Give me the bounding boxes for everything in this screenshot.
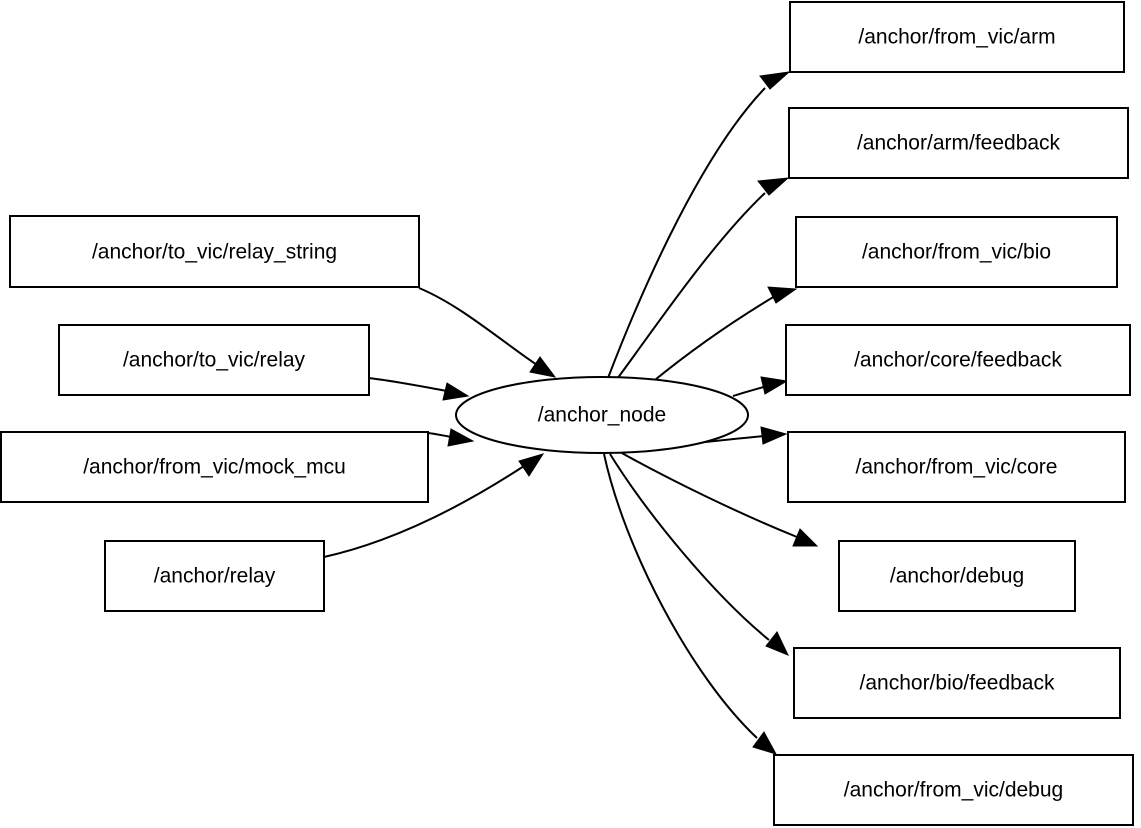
edge-group-incoming — [323, 287, 557, 558]
edge-to-vic-relay-to-anchor-node — [368, 377, 470, 401]
node-from-vic-arm[interactable]: /anchor/from_vic/arm — [789, 1, 1125, 73]
arrowhead-icon — [529, 356, 557, 378]
arrowhead-icon — [752, 731, 778, 755]
node-box[interactable] — [58, 324, 370, 396]
node-label: /anchor/from_vic/core — [856, 456, 1058, 479]
edge-group-outgoing — [603, 71, 819, 755]
edge-line — [732, 385, 768, 397]
node-from-vic-bio[interactable]: /anchor/from_vic/bio — [795, 216, 1118, 288]
edge-line — [619, 451, 798, 538]
arrowhead-icon — [760, 376, 789, 395]
edge-anchor-node-to-from-vic-debug — [603, 453, 778, 755]
arrowhead-icon — [447, 428, 475, 447]
node-label: /anchor/to_vic/relay — [123, 349, 306, 372]
node-from-vic-core[interactable]: /anchor/from_vic/core — [787, 431, 1126, 503]
edge-anchor-node-to-core-feedback — [732, 376, 789, 397]
node-box[interactable] — [789, 1, 1125, 73]
edge-anchor-node-to-from-vic-arm — [607, 71, 791, 379]
node-box[interactable] — [787, 431, 1126, 503]
node-label: /anchor/arm/feedback — [857, 132, 1061, 155]
edge-anchor-node-to-arm-feedback — [616, 177, 790, 380]
edge-relay-to-anchor-node — [323, 453, 545, 558]
node-relay[interactable]: /anchor/relay — [104, 540, 325, 612]
edge-from-vic-mock-mcu-to-anchor-node — [427, 428, 475, 447]
arrowhead-icon — [518, 453, 545, 477]
node-label: /anchor/relay — [154, 565, 276, 588]
edge-line — [609, 453, 770, 641]
node-from-vic-debug[interactable]: /anchor/from_vic/debug — [773, 754, 1134, 826]
node-box[interactable] — [104, 540, 325, 612]
arrowhead-icon — [757, 177, 790, 196]
node-box[interactable] — [838, 540, 1076, 612]
edge-line — [418, 287, 538, 366]
arrowhead-icon — [442, 382, 470, 401]
node-box[interactable] — [793, 647, 1121, 719]
node-label: /anchor/bio/feedback — [860, 672, 1055, 695]
edge-line — [368, 377, 448, 392]
node-box[interactable] — [9, 215, 420, 288]
node-from-vic-mock-mcu[interactable]: /anchor/from_vic/mock_mcu — [0, 431, 429, 503]
edge-line — [607, 87, 766, 379]
node-label: /anchor/to_vic/relay_string — [92, 241, 337, 264]
node-label: /anchor/from_vic/bio — [862, 241, 1051, 264]
node-label: /anchor/debug — [890, 565, 1024, 588]
node-ellipse[interactable] — [455, 376, 749, 454]
edge-anchor-node-to-bio-feedback — [609, 453, 790, 656]
arrowhead-icon — [765, 631, 790, 656]
node-to-vic-relay[interactable]: /anchor/to_vic/relay — [58, 324, 370, 396]
node-to-vic-relay-string[interactable]: /anchor/to_vic/relay_string — [9, 215, 420, 288]
edge-to-vic-relay-string-to-anchor-node — [418, 287, 557, 378]
node-label: /anchor_node — [538, 404, 666, 427]
node-box[interactable] — [785, 324, 1131, 396]
edge-line — [323, 465, 525, 558]
arrowhead-icon — [760, 426, 788, 445]
node-core-feedback[interactable]: /anchor/core/feedback — [785, 324, 1131, 396]
node-debug[interactable]: /anchor/debug — [838, 540, 1076, 612]
node-bio-feedback[interactable]: /anchor/bio/feedback — [793, 647, 1121, 719]
node-anchor-node[interactable]: /anchor_node — [455, 376, 749, 454]
node-box[interactable] — [788, 107, 1129, 179]
node-label: /anchor/from_vic/debug — [844, 779, 1063, 802]
node-arm-feedback[interactable]: /anchor/arm/feedback — [788, 107, 1129, 179]
node-label: /anchor/from_vic/mock_mcu — [83, 456, 346, 479]
arrowhead-icon — [767, 286, 798, 304]
arrowhead-icon — [792, 528, 819, 547]
edge-line — [427, 432, 453, 438]
edge-anchor-node-to-from-vic-bio — [649, 286, 798, 385]
node-label: /anchor/core/feedback — [854, 349, 1062, 372]
edge-anchor-node-to-debug — [619, 451, 819, 547]
node-label: /anchor/from_vic/arm — [858, 26, 1055, 49]
node-box[interactable] — [0, 431, 429, 503]
edge-line — [603, 453, 758, 739]
node-box[interactable] — [795, 216, 1118, 288]
edge-line — [649, 295, 776, 385]
edge-line — [616, 192, 766, 380]
node-box[interactable] — [773, 754, 1134, 826]
arrowhead-icon — [759, 71, 791, 90]
